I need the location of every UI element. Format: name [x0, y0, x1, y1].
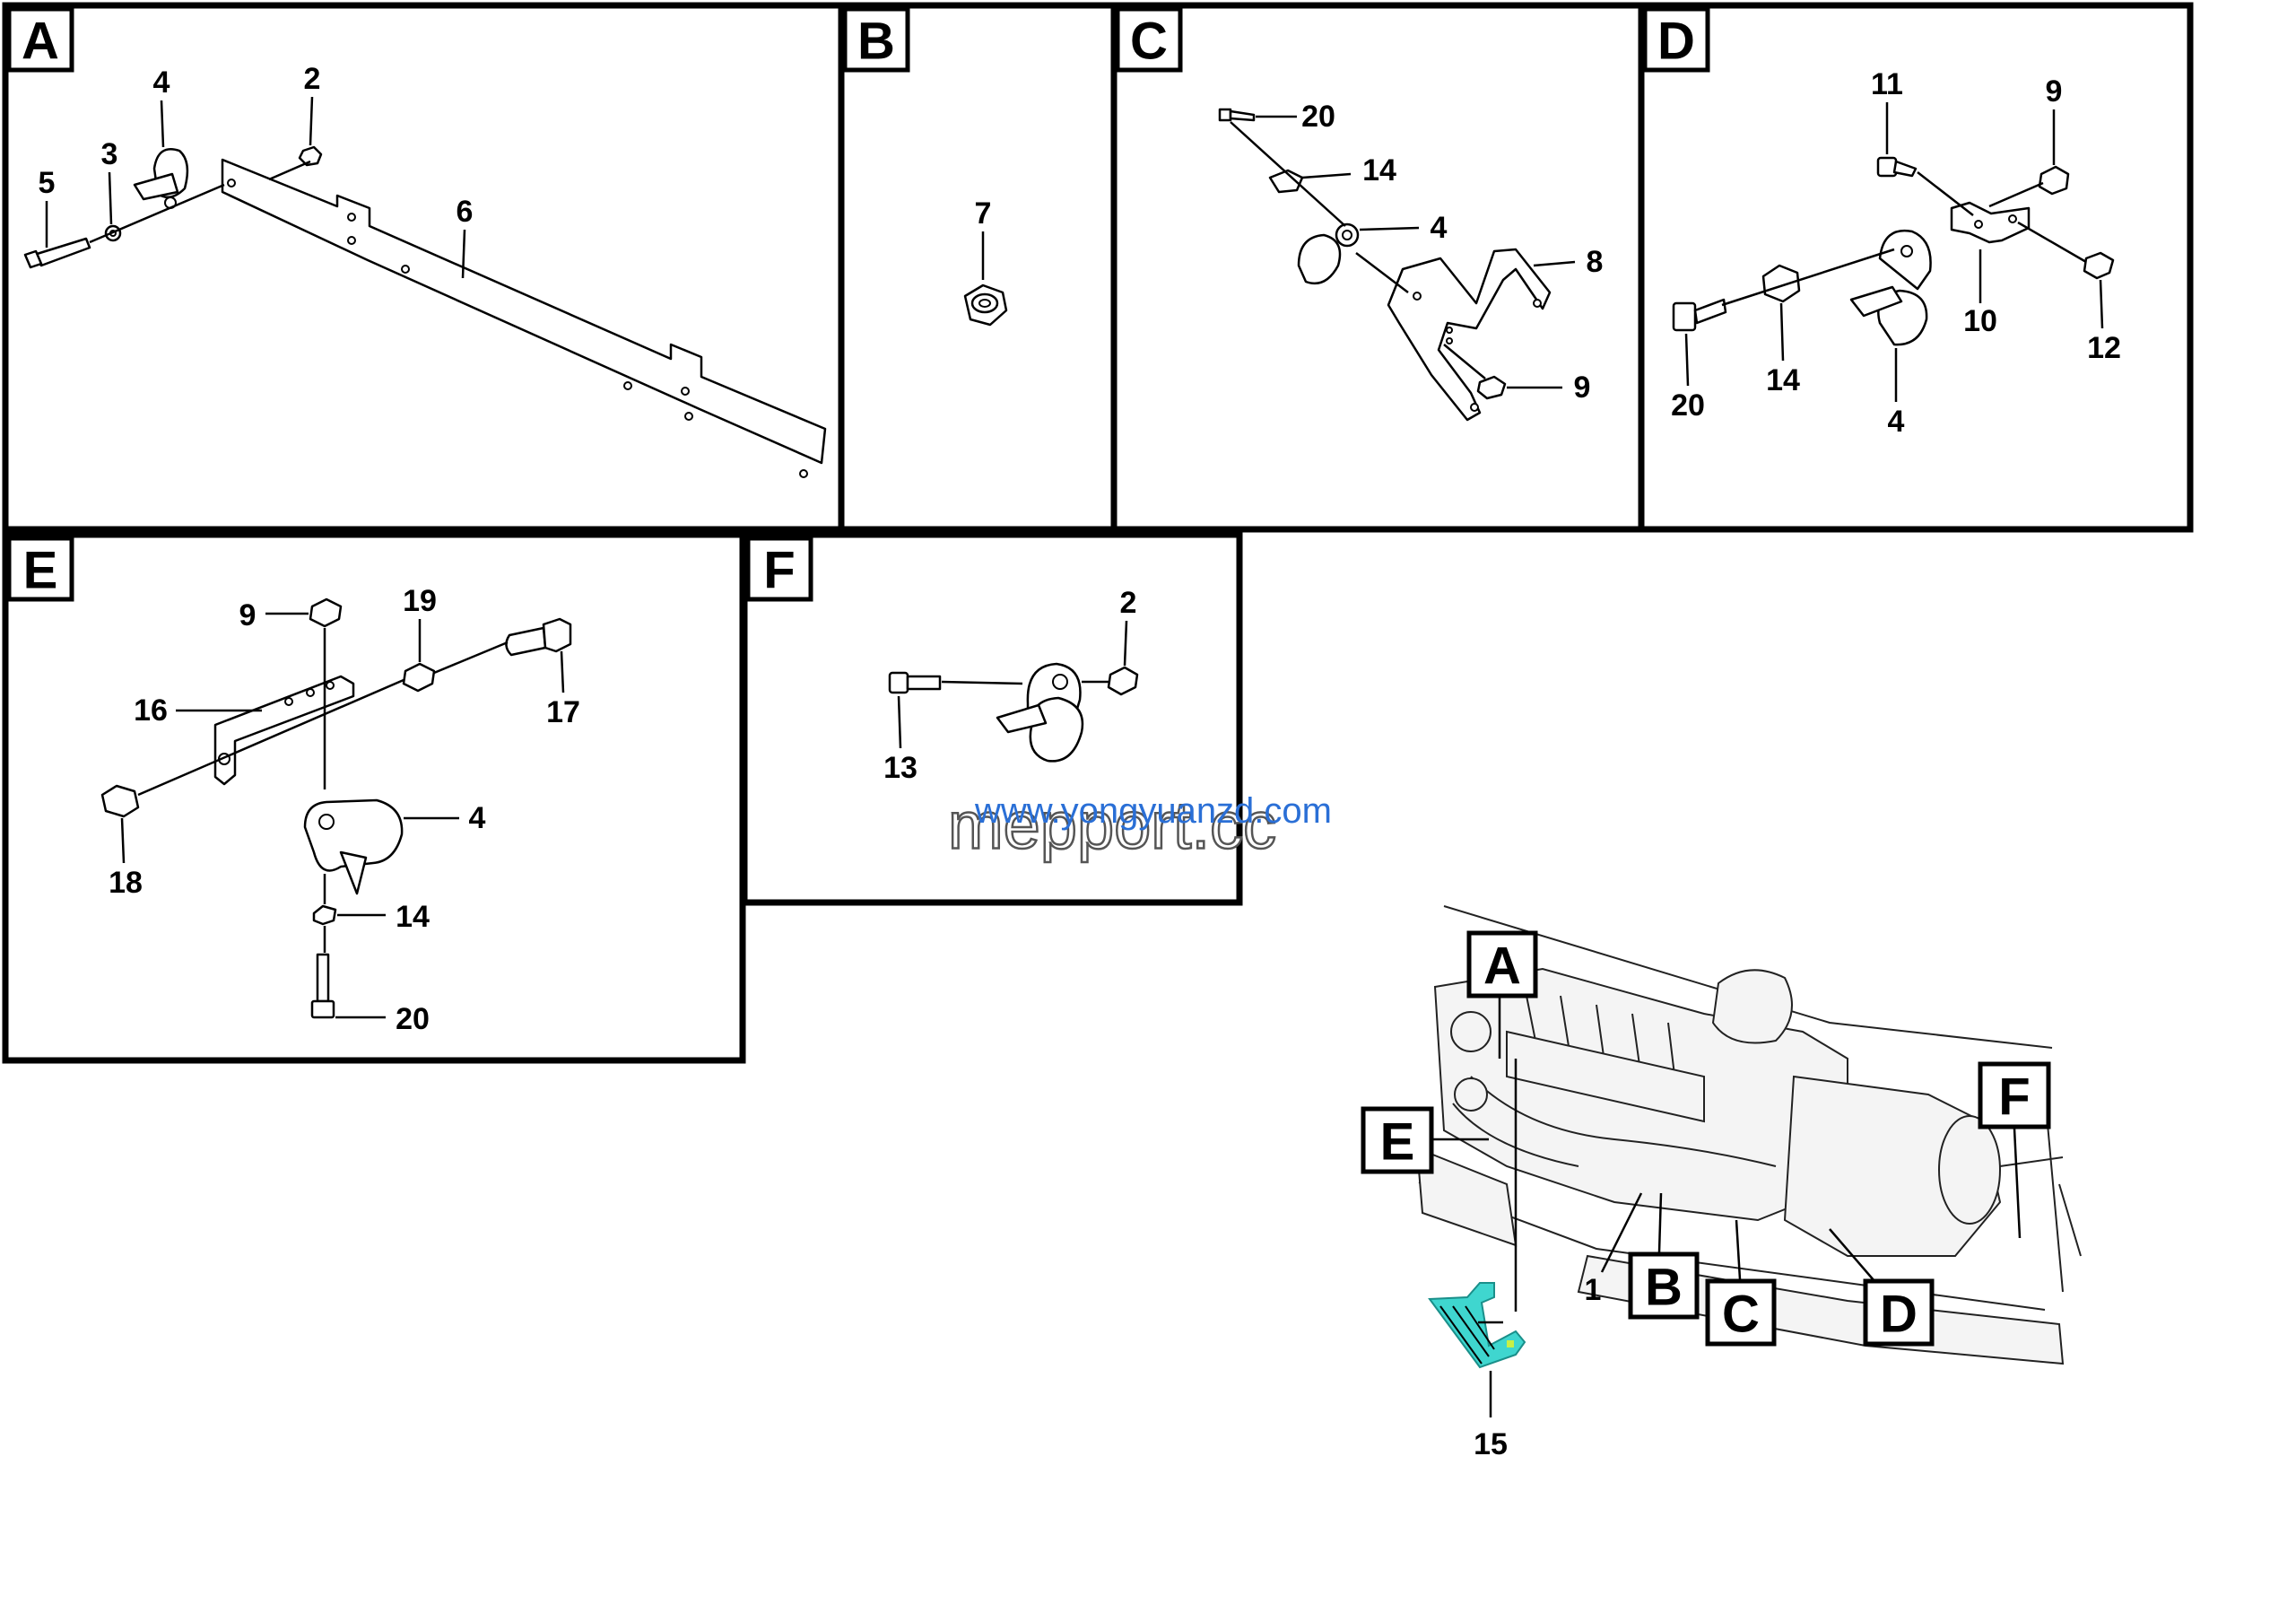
callout-a-6: 6	[457, 195, 474, 229]
overview-tag-d-box	[1863, 1278, 1935, 1347]
part-4-clamp-c	[1297, 222, 1360, 285]
overview-tag-c-box	[1705, 1278, 1777, 1347]
overview-tag-c: C	[1722, 1286, 1760, 1344]
panel-c-tag-box	[1115, 6, 1183, 73]
part-20-bolt-e	[310, 953, 335, 1019]
panel-a-tag: A	[22, 13, 59, 71]
callout-e-4: 4	[469, 801, 486, 835]
callout-d-20: 20	[1671, 388, 1705, 423]
callout-e-17: 17	[546, 695, 580, 729]
callout-e-9: 9	[239, 598, 257, 632]
part-14-washer-e	[312, 904, 337, 926]
panel-c-frame	[1110, 2, 1645, 533]
callout-15: 15	[1474, 1427, 1508, 1461]
callout-f-13: 13	[883, 751, 918, 785]
part-4-clamp-e	[303, 798, 404, 895]
callout-e-20: 20	[396, 1002, 430, 1036]
part-18-nut-e	[100, 784, 140, 818]
panel-f-frame	[741, 531, 1243, 906]
part-9-nut-c	[1476, 375, 1507, 400]
part-9-nut-d	[2038, 165, 2070, 196]
part-9-nut-e	[309, 597, 343, 628]
callout-d-11: 11	[1871, 67, 1903, 101]
overview-tag-e-box	[1361, 1106, 1434, 1174]
callout-e-16: 16	[134, 693, 168, 728]
panel-b-tag: B	[857, 13, 895, 71]
panel-e-tag-box	[6, 536, 74, 602]
part-12-nut-d	[2083, 251, 2115, 280]
callout-1: 1	[1585, 1273, 1602, 1307]
panel-f-tag: F	[763, 542, 795, 600]
part-20-bolt-c	[1218, 108, 1256, 122]
part-19-washer-e	[402, 662, 436, 693]
panel-a-tag-box	[6, 6, 74, 73]
panel-f-tag-box	[745, 536, 813, 602]
panel-d-tag: D	[1657, 13, 1695, 71]
part-13-bolt-f	[888, 671, 942, 694]
callout-c-9: 9	[1574, 371, 1591, 405]
overview-tag-f: F	[1998, 1068, 2030, 1127]
part-6-bracket	[221, 158, 827, 478]
callout-e-19: 19	[403, 584, 437, 618]
callout-c-20: 20	[1301, 100, 1335, 134]
part-15-highlight	[1428, 1282, 1526, 1369]
panel-e-tag: E	[23, 542, 58, 600]
panel-a: A 5	[2, 2, 845, 533]
callout-d-9: 9	[2046, 74, 2063, 109]
panel-b: B 7	[838, 2, 1118, 533]
callout-a-4: 4	[153, 65, 170, 100]
callout-d-10: 10	[1963, 304, 1997, 338]
panel-d-tag-box	[1642, 6, 1710, 73]
overview-tag-f-box	[1978, 1061, 2051, 1129]
panel-b-tag-box	[842, 6, 910, 73]
callout-e-18: 18	[109, 866, 143, 900]
turbo	[1711, 969, 1793, 1044]
part-20-bolt-d	[1672, 298, 1727, 332]
panel-f: F 2 13	[741, 531, 1243, 906]
watermark-mepport: mepport.cc	[948, 789, 1276, 863]
part-17-bolt-e	[505, 617, 572, 657]
overview-tag-a-box	[1466, 930, 1538, 998]
callout-b-7: 7	[975, 196, 992, 231]
panel-d: D 11	[1638, 2, 2194, 533]
panel-d-frame	[1638, 2, 2194, 533]
transmission	[1783, 1075, 2002, 1257]
callout-d-14: 14	[1766, 363, 1800, 397]
overview-tag-e: E	[1380, 1113, 1415, 1172]
callout-c-8: 8	[1587, 245, 1604, 279]
overview-tag-b: B	[1645, 1259, 1683, 1317]
overview-tag-d: D	[1880, 1286, 1918, 1344]
callout-a-5: 5	[39, 166, 56, 200]
callout-d-4: 4	[1888, 405, 1905, 439]
callout-e-14: 14	[396, 900, 430, 934]
panel-e: E	[2, 531, 746, 1064]
callout-f-2: 2	[1120, 586, 1137, 620]
panel-c: C 20 14 4 8	[1110, 2, 1645, 533]
panel-c-tag: C	[1130, 13, 1168, 71]
part-7-nut	[963, 283, 1008, 327]
callout-c-14: 14	[1362, 153, 1396, 187]
part-8-bracket	[1387, 248, 1552, 422]
part-4-clamp-d	[1849, 229, 1932, 346]
part-5-bolt	[23, 237, 91, 269]
part-2-nut	[298, 145, 323, 167]
part-16-bracket	[213, 675, 355, 786]
callout-a-2: 2	[304, 62, 321, 96]
panel-b-frame	[838, 2, 1118, 533]
overview-engine: 15 A E F B 1 C D	[1361, 905, 2082, 1461]
part-4-clamp	[133, 148, 189, 209]
part-4-clamp-f	[996, 662, 1084, 763]
callout-a-3: 3	[101, 137, 118, 171]
part-14-washer-d	[1761, 264, 1801, 303]
overview-tag-a: A	[1483, 937, 1521, 996]
part-11-bolt-d	[1876, 156, 1918, 178]
watermark-yongyuan: www.yongyuanzd.com	[974, 791, 1332, 831]
part-2-nut-f	[1107, 666, 1139, 696]
callout-d-12: 12	[2087, 331, 2121, 365]
overview-tag-b-box	[1628, 1251, 1700, 1320]
callout-c-4: 4	[1431, 211, 1448, 245]
